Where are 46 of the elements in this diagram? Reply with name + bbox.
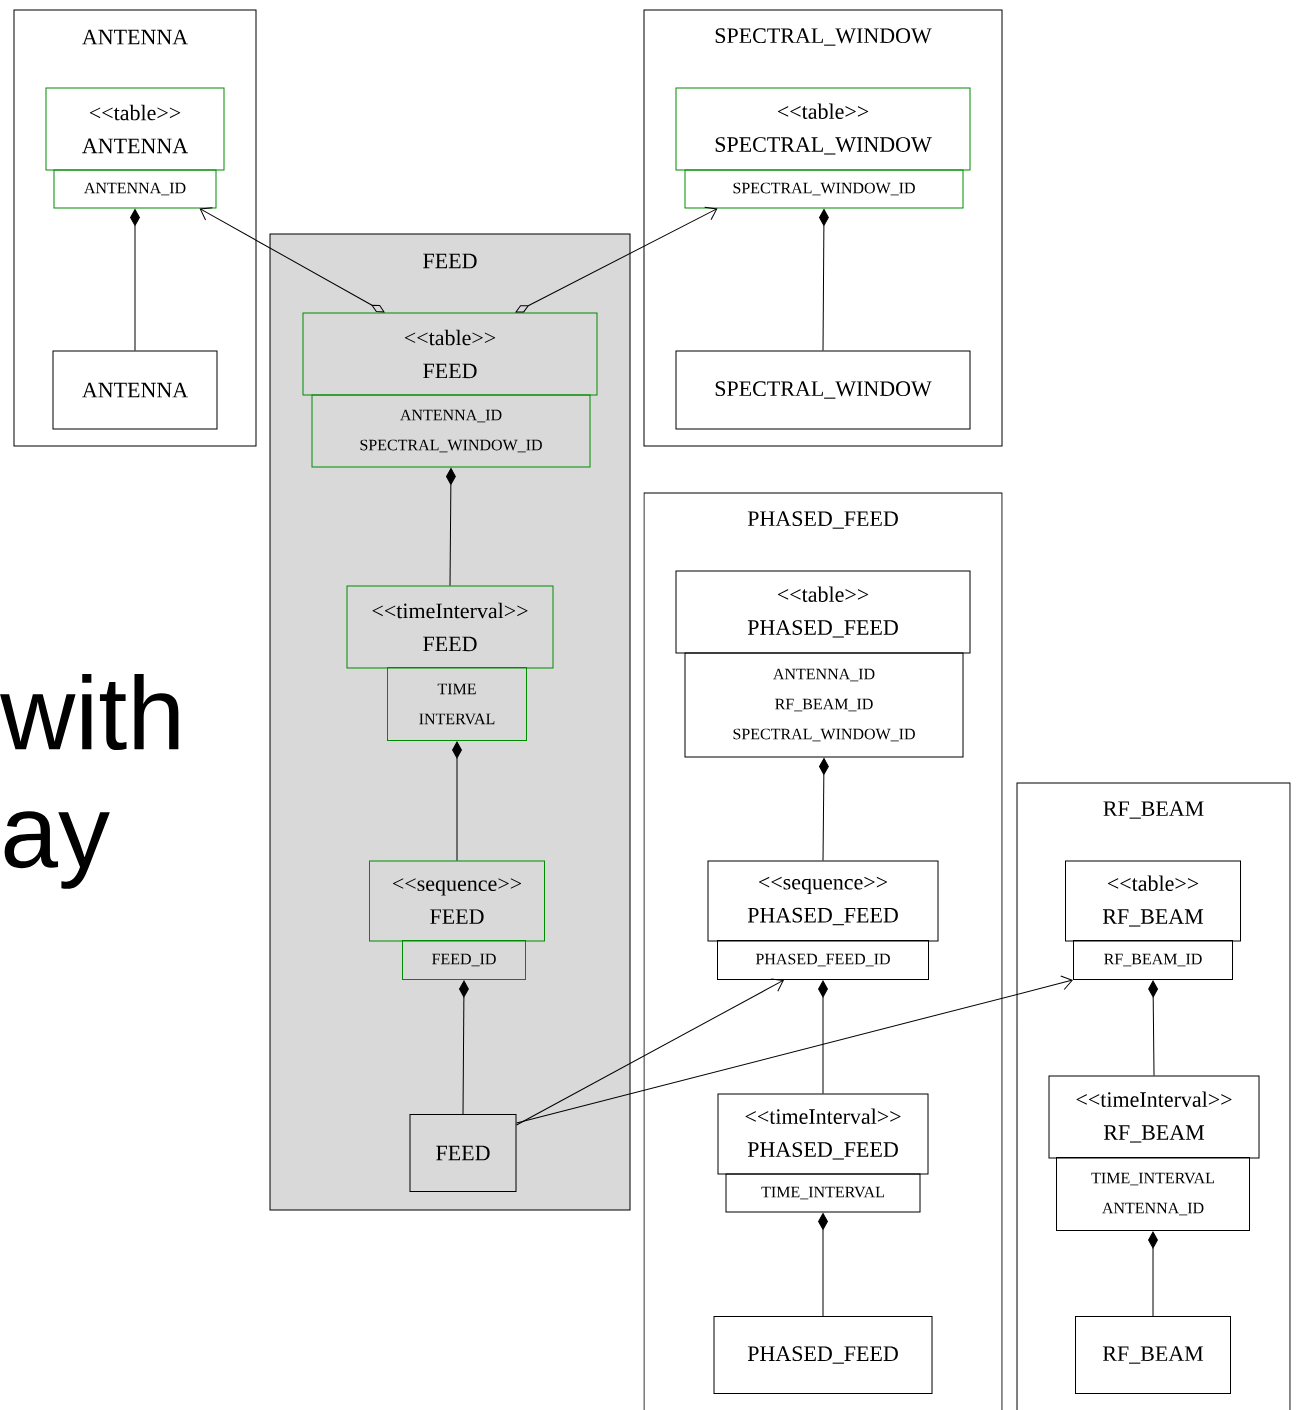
- table-box: PHASED_FEED: [713, 1316, 933, 1394]
- package-title: ANTENNA: [82, 29, 188, 45]
- key-compartment: FEED_ID: [402, 940, 526, 980]
- class-box: <<table>> FEED: [302, 312, 598, 396]
- class-box: <<timeInterval>> PHASED_FEED: [717, 1093, 929, 1175]
- key-compartment: TIME INTERVAL: [387, 667, 527, 741]
- arrow: [516, 975, 1073, 1124]
- key-compartment: TIME_INTERVAL ANTENNA_ID: [1056, 1157, 1250, 1231]
- table-box: FEED: [409, 1114, 517, 1192]
- class-box: <<timeInterval>> RF_BEAM: [1048, 1075, 1260, 1159]
- class-box: <<table>> RF_BEAM: [1065, 860, 1241, 942]
- composition-line: [452, 741, 462, 861]
- class-box: <<timeInterval>> FEED: [346, 585, 554, 669]
- composition-line: [459, 980, 469, 1115]
- composition-line: [819, 209, 829, 351]
- class-box: <<table>> ANTENNA: [45, 87, 225, 171]
- arrow: [199, 207, 385, 313]
- table-box: SPECTRAL_WINDOW: [675, 350, 971, 430]
- composition-line: [819, 758, 829, 861]
- key-compartment: SPECTRAL_WINDOW_ID: [684, 169, 964, 209]
- package-title: PHASED_FEED: [747, 511, 898, 529]
- key-compartment: ANTENNA_ID: [53, 169, 217, 209]
- composition-line: [446, 468, 456, 586]
- package-title: RF_BEAM: [1103, 801, 1204, 819]
- composition-line: [130, 209, 140, 351]
- slide-text: with: [0, 673, 179, 751]
- table-box: RF_BEAM: [1075, 1316, 1231, 1394]
- key-compartment: RF_BEAM_ID: [1073, 940, 1233, 980]
- class-box: <<table>> SPECTRAL_WINDOW: [675, 87, 971, 171]
- key-compartment: TIME_INTERVAL: [725, 1173, 921, 1213]
- composition-line: [1148, 980, 1159, 1076]
- class-box: <<sequence>> PHASED_FEED: [707, 860, 939, 942]
- arrow: [515, 206, 718, 313]
- slide-text: ay: [4, 811, 110, 889]
- arrow: [516, 978, 784, 1126]
- key-compartment: PHASED_FEED_ID: [717, 940, 929, 980]
- class-box: <<table>> PHASED_FEED: [675, 570, 971, 654]
- composition-line: [1148, 1231, 1158, 1317]
- key-compartment: ANTENNA_ID RF_BEAM_ID SPECTRAL_WINDOW_ID: [684, 652, 964, 758]
- package-title: FEED: [423, 253, 477, 269]
- key-compartment: ANTENNA_ID SPECTRAL_WINDOW_ID: [311, 394, 591, 468]
- class-box: <<sequence>> FEED: [369, 860, 545, 942]
- package-title: SPECTRAL_WINDOW: [715, 28, 932, 46]
- composition-line: [818, 980, 828, 1094]
- composition-line: [818, 1213, 828, 1317]
- table-box: ANTENNA: [52, 350, 218, 430]
